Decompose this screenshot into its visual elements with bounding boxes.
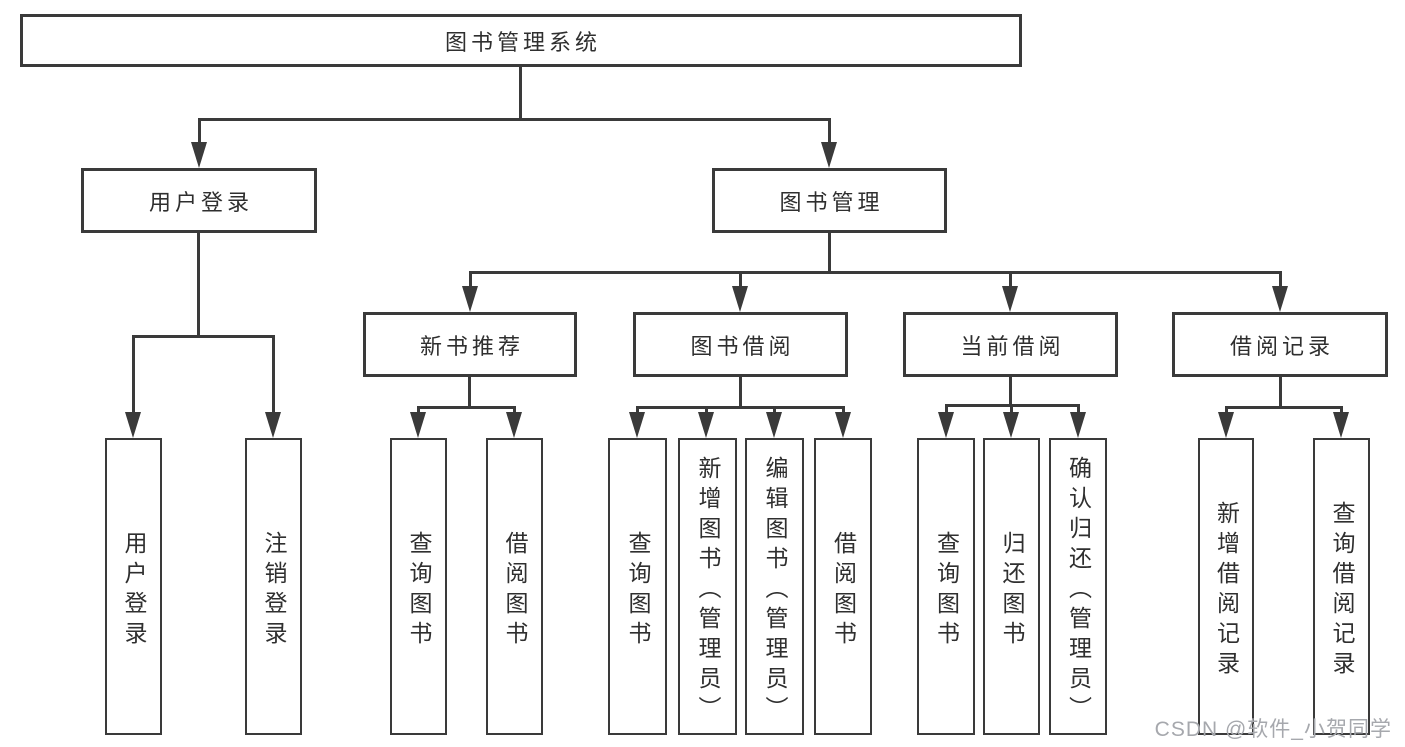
connector-stub (705, 406, 708, 414)
connector-stub (1077, 404, 1080, 414)
node-label: 借阅记录 (1229, 333, 1334, 359)
node-label: 新书推荐 (419, 333, 524, 359)
leaf-label: 查询图书 (625, 530, 651, 651)
connector-newbook-vline (468, 377, 471, 408)
arrowhead-down-icon (265, 412, 281, 438)
connector-stub (132, 335, 135, 414)
connector-stub (945, 404, 948, 414)
arrowhead-down-icon (1070, 412, 1086, 438)
leaf-label: 借阅图书 (502, 530, 528, 651)
arrowhead-down-icon (462, 286, 478, 312)
node-book-management: 图书管理 (712, 168, 947, 233)
connector-records-hline (1225, 406, 1342, 409)
arrowhead-down-icon (629, 412, 645, 438)
arrowhead-down-icon (1218, 412, 1234, 438)
leaf-label: 借阅图书 (830, 530, 857, 651)
connector-userlogin-hline (132, 335, 274, 338)
node-root-library-system: 图书管理系统 (20, 14, 1022, 67)
leaf-edit-books-admin: 编辑图书（管理员） (745, 438, 804, 735)
leaf-label: 查询图书 (406, 530, 432, 651)
node-label: 图书管理 (779, 189, 884, 215)
leaf-label: 用户登录 (121, 530, 147, 651)
leaf-user-login: 用户登录 (105, 438, 162, 735)
leaf-return-books: 归还图书 (983, 438, 1040, 735)
leaf-query-books-current: 查询图书 (917, 438, 975, 735)
connector-stub (1010, 404, 1013, 414)
node-book-borrow: 图书借阅 (633, 312, 848, 377)
connector-stub (773, 406, 776, 414)
arrowhead-down-icon (698, 412, 714, 438)
connector-stub (1009, 271, 1012, 288)
connector-stub (513, 406, 516, 414)
leaf-label: 注销登录 (261, 530, 287, 651)
leaf-logout: 注销登录 (245, 438, 302, 735)
connector-root-vline (519, 67, 522, 121)
connector-bookborrow-vline (739, 377, 742, 408)
node-new-book-recommend: 新书推荐 (363, 312, 577, 377)
node-label: 图书借阅 (690, 333, 795, 359)
connector-bookmgmt-hline (469, 271, 1281, 274)
connector-stub (198, 118, 201, 144)
connector-userlogin-vline (197, 233, 200, 337)
node-borrow-records: 借阅记录 (1172, 312, 1388, 377)
leaf-add-books-admin: 新增图书（管理员） (678, 438, 737, 735)
leaf-label: 编辑图书（管理员） (762, 455, 788, 726)
leaf-query-borrow-record: 查询借阅记录 (1313, 438, 1370, 735)
leaf-query-books-recommend: 查询图书 (390, 438, 447, 735)
node-label: 图书管理系统 (444, 29, 601, 55)
connector-stub (842, 406, 845, 414)
connector-newbook-hline (417, 406, 515, 409)
connector-currentborrow-vline (1009, 377, 1012, 406)
arrowhead-down-icon (1333, 412, 1349, 438)
connector-records-vline (1279, 377, 1282, 408)
connector-root-hline (198, 118, 831, 121)
leaf-borrow-books-recommend: 借阅图书 (486, 438, 543, 735)
node-label: 当前借阅 (960, 333, 1065, 359)
leaf-confirm-return-admin: 确认归还（管理员） (1049, 438, 1107, 735)
leaf-add-borrow-record: 新增借阅记录 (1198, 438, 1254, 735)
connector-stub (1225, 406, 1228, 414)
connector-stub (272, 335, 275, 414)
leaf-label: 新增借阅记录 (1213, 500, 1240, 681)
leaf-label: 查询借阅记录 (1329, 500, 1355, 681)
arrowhead-down-icon (835, 412, 851, 438)
node-current-borrow: 当前借阅 (903, 312, 1118, 377)
leaf-label: 归还图书 (999, 530, 1025, 651)
connector-stub (828, 118, 831, 144)
leaf-label: 确认归还（管理员） (1065, 455, 1092, 726)
arrowhead-down-icon (1003, 412, 1019, 438)
arrowhead-down-icon (938, 412, 954, 438)
arrowhead-down-icon (821, 142, 837, 168)
connector-stub (417, 406, 420, 414)
connector-stub (1340, 406, 1343, 414)
leaf-label: 新增图书（管理员） (695, 455, 721, 726)
connector-bookmgmt-vline (828, 233, 831, 273)
node-label: 用户登录 (148, 189, 253, 215)
connector-stub (1279, 271, 1282, 288)
leaf-borrow-books: 借阅图书 (814, 438, 872, 735)
leaf-query-books-borrow: 查询图书 (608, 438, 667, 735)
connector-stub (636, 406, 639, 414)
node-user-login: 用户登录 (81, 168, 317, 233)
connector-stub (739, 271, 742, 288)
arrowhead-down-icon (766, 412, 782, 438)
arrowhead-down-icon (410, 412, 426, 438)
connector-stub (469, 271, 472, 288)
arrowhead-down-icon (506, 412, 522, 438)
csdn-watermark: CSDN @软件_小贺同学 (1154, 718, 1392, 741)
connector-bookborrow-hline (636, 406, 844, 409)
arrowhead-down-icon (1272, 286, 1288, 312)
arrowhead-down-icon (732, 286, 748, 312)
arrowhead-down-icon (191, 142, 207, 168)
leaf-label: 查询图书 (933, 530, 960, 651)
arrowhead-down-icon (1002, 286, 1018, 312)
arrowhead-down-icon (125, 412, 141, 438)
